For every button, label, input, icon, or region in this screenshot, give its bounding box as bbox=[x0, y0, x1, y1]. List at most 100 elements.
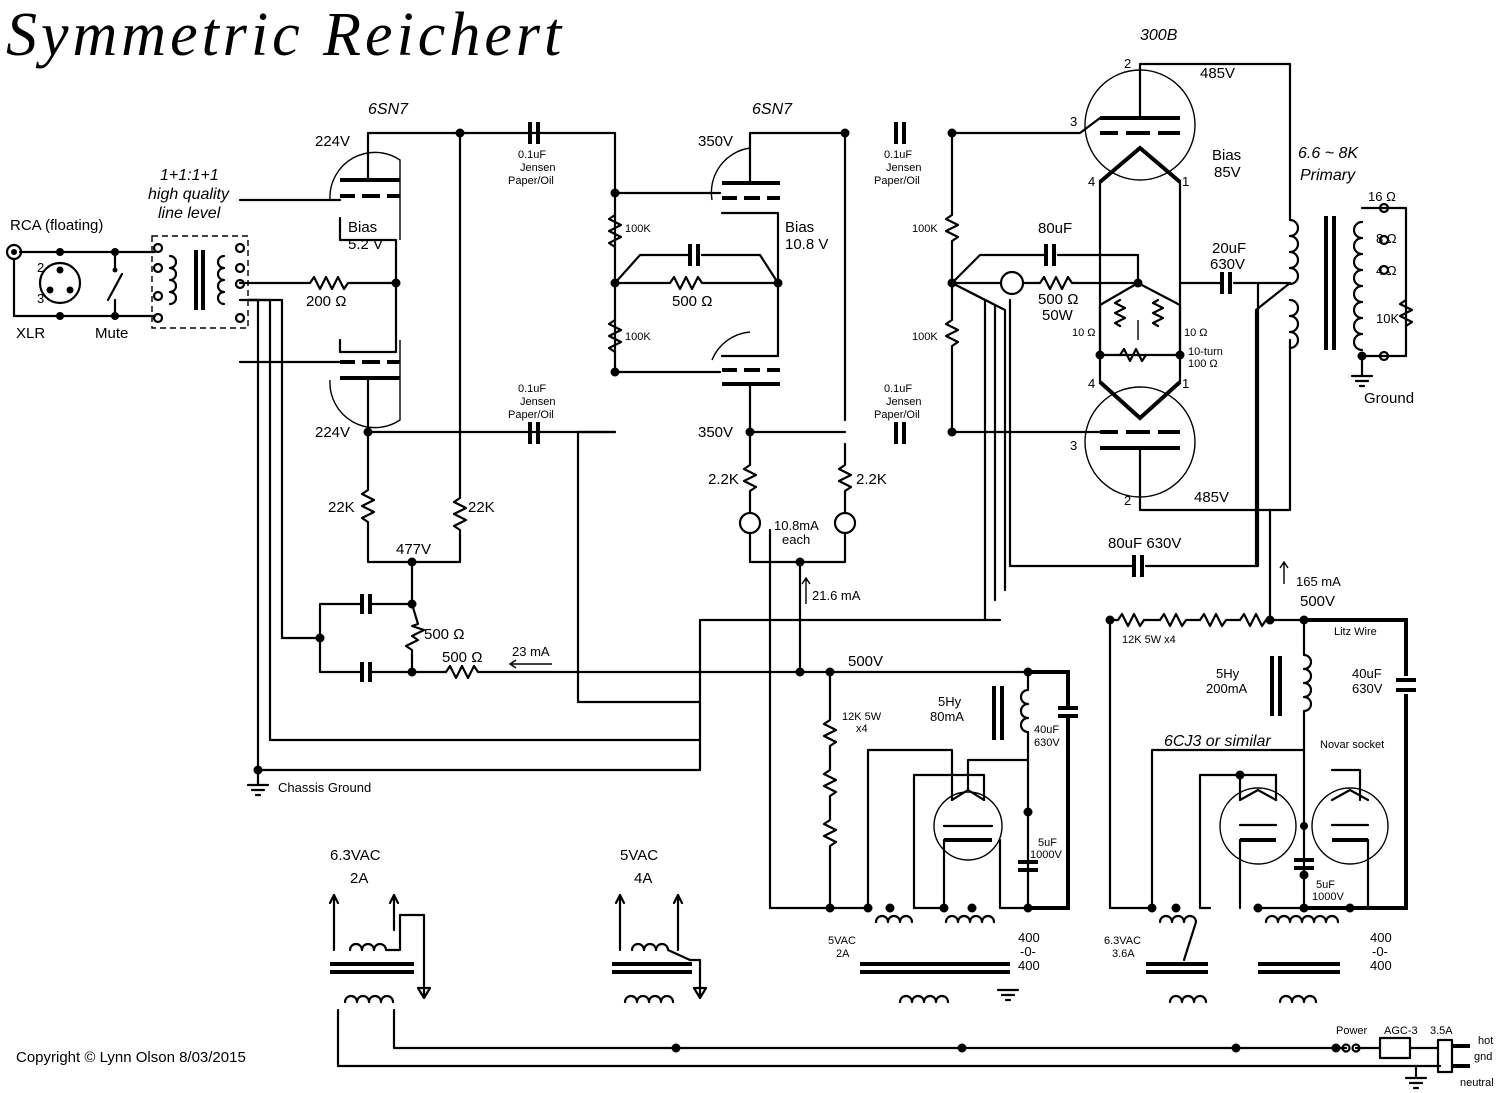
cap2-val: 0.1uF bbox=[518, 383, 546, 395]
opt-tap16: 16 Ω bbox=[1368, 189, 1396, 204]
stage2-v-bot: 350V bbox=[698, 424, 733, 441]
stage1-cathode-r: 200 Ω bbox=[306, 293, 346, 310]
xlr-pin2: 2 bbox=[37, 260, 44, 275]
cap4-type2: Paper/Oil bbox=[874, 409, 920, 421]
stage2-load-r2: 2.2K bbox=[856, 471, 887, 488]
ground-bus: Chassis Ground bbox=[238, 281, 1292, 797]
output-plate-v1: 485V bbox=[1200, 65, 1235, 82]
psu-right: 165 mA 500V 12K 5W x4 Litz Wire 40uF 630… bbox=[1104, 508, 1416, 1004]
psu-r-choke-i: 200mA bbox=[1206, 681, 1248, 696]
chassis-ground-icon bbox=[246, 768, 270, 797]
stage1-v-top: 224V bbox=[315, 133, 350, 150]
psu-r-b-plus: 500V bbox=[1300, 593, 1335, 610]
stage2-top-tube-envelope bbox=[710, 147, 751, 201]
psu-l-hv3: 400 bbox=[1018, 958, 1040, 973]
psu-r-cap: 40uF bbox=[1352, 666, 1382, 681]
fil-a-v: 6.3VAC bbox=[330, 847, 381, 864]
coupling-caps: 0.1uF Jensen Paper/Oil 0.1uF Jensen Pape… bbox=[508, 122, 921, 444]
psu-r-hv1: 400 bbox=[1370, 930, 1392, 945]
psu-r-choke: 5Hy bbox=[1216, 666, 1240, 681]
stage1-plate-r2: 22K bbox=[468, 499, 495, 516]
output-grid-r1: 100K bbox=[912, 223, 938, 235]
stage2-bot-tube-envelope bbox=[711, 331, 751, 361]
mains-fuse-a: 3.5A bbox=[1430, 1025, 1453, 1037]
output-plate-v2: 485V bbox=[1194, 489, 1229, 506]
schematic-title: Symmetric Reichert bbox=[6, 1, 565, 69]
stage1-feed-r: 500 Ω bbox=[442, 649, 482, 666]
out-pin1-bot: 1 bbox=[1182, 376, 1189, 391]
out-pin4-bot: 4 bbox=[1088, 376, 1095, 391]
mains-gnd: gnd bbox=[1474, 1051, 1492, 1063]
out-pin1-top: 1 bbox=[1182, 174, 1189, 189]
chassis-ground-label: Chassis Ground bbox=[278, 780, 371, 795]
ccs1-icon bbox=[738, 511, 762, 535]
copyright: Copyright © Lynn Olson 8/03/2015 bbox=[16, 1049, 246, 1066]
xlr-label: XLR bbox=[16, 325, 45, 342]
psu-r-cap-v: 630V bbox=[1352, 681, 1383, 696]
stage2-tube-label: 6SN7 bbox=[752, 101, 793, 118]
psu-r-litz: Litz Wire bbox=[1334, 626, 1377, 638]
xfmr-ratio: 1+1:1+1 bbox=[160, 167, 219, 184]
psu-r-current: 165 mA bbox=[1296, 574, 1341, 589]
output-bias: Bias bbox=[1212, 147, 1241, 164]
psu-l-choke-i: 80mA bbox=[930, 709, 964, 724]
rca-label: RCA (floating) bbox=[10, 217, 103, 234]
ccs2-icon bbox=[833, 511, 857, 535]
mains-power: Power bbox=[1336, 1025, 1368, 1037]
rect-tube-1-envelope bbox=[1219, 787, 1297, 865]
cap1-type1: Jensen bbox=[520, 162, 555, 174]
meter-icon bbox=[999, 270, 1025, 296]
stage1-feed-i: 23 mA bbox=[512, 644, 550, 659]
psu-l-cap2-v: 1000V bbox=[1030, 849, 1062, 861]
output-tube-label: 300B bbox=[1140, 27, 1178, 44]
stage2-bias-v: 10.8 V bbox=[785, 236, 828, 253]
cap3-val: 0.1uF bbox=[884, 149, 912, 161]
cap3-type1: Jensen bbox=[886, 162, 921, 174]
psu-l-resistor: 12K 5W bbox=[842, 711, 882, 723]
psu-l-hv2: -0- bbox=[1020, 944, 1036, 959]
opt-ground: Ground bbox=[1364, 390, 1414, 407]
psu-r-heater: 6.3VAC bbox=[1104, 935, 1141, 947]
opt-z1: 6.6 ~ 8K bbox=[1298, 145, 1359, 162]
output-bypass-c: 20uF bbox=[1212, 240, 1246, 257]
rect-tube-l-envelope bbox=[933, 791, 1003, 861]
psu-left: 500V 12K 5W x4 5Hy 80mA 40uF 630V 5uF 10… bbox=[768, 528, 1078, 1004]
power-switch-icon[interactable] bbox=[1341, 1043, 1351, 1053]
ground-icon bbox=[1350, 374, 1374, 388]
psu-r-heater-i: 3.6A bbox=[1112, 948, 1135, 960]
input-transformer-box bbox=[151, 235, 249, 329]
output-cathode-w: 50W bbox=[1042, 307, 1074, 324]
stage2-cathode-r: 500 Ω bbox=[672, 293, 712, 310]
stage2-bias: Bias bbox=[785, 219, 814, 236]
psu-r-rect: 6CJ3 or similar bbox=[1164, 733, 1271, 750]
mute-label: Mute bbox=[95, 325, 128, 342]
cap1-val: 0.1uF bbox=[518, 149, 546, 161]
stage1-v-bot: 224V bbox=[315, 424, 350, 441]
psu-r-cap2: 5uF bbox=[1316, 879, 1335, 891]
xfmr-desc2: line level bbox=[158, 205, 221, 222]
opt-tap8: 8 Ω bbox=[1376, 231, 1397, 246]
ground-icon bbox=[996, 988, 1020, 1002]
output-hum-pot2: 100 Ω bbox=[1188, 358, 1218, 370]
stage1-decouple-r: 500 Ω bbox=[424, 626, 464, 643]
cap1-type2: Paper/Oil bbox=[508, 175, 554, 187]
opt-z2: Primary bbox=[1300, 167, 1356, 184]
output-300b: 300B 2 3 4 1 4 1 3 2 485V 485V Bias 85V … bbox=[912, 27, 1292, 577]
psu-l-choke: 5Hy bbox=[938, 694, 962, 709]
psu-l-cap2: 5uF bbox=[1038, 837, 1057, 849]
output-bottom-c: 80uF 630V bbox=[1108, 535, 1181, 552]
stage2-ccs2: each bbox=[782, 532, 810, 547]
xlr-connector-icon bbox=[38, 261, 82, 305]
out-pin2-bot: 2 bbox=[1124, 493, 1131, 508]
output-hum-r1: 10 Ω bbox=[1072, 327, 1096, 339]
output-transformer: 6.6 ~ 8K Primary 16 Ω 8 Ω 4 Ω 10K Ground bbox=[1288, 145, 1414, 407]
out-pin2-top: 2 bbox=[1124, 56, 1131, 71]
stage2-grid-r1: 100K bbox=[625, 223, 651, 235]
psu-r-resistor: 12K 5W x4 bbox=[1122, 634, 1176, 646]
psu-r-socket: Novar socket bbox=[1320, 739, 1384, 751]
input-section: RCA (floating) 2 3 XLR Mute 1+1:1+1 high… bbox=[5, 167, 249, 342]
xlr-pin3: 3 bbox=[37, 291, 44, 306]
mains-plug-icon bbox=[1436, 1038, 1454, 1074]
fil-a-i: 2A bbox=[350, 870, 368, 887]
